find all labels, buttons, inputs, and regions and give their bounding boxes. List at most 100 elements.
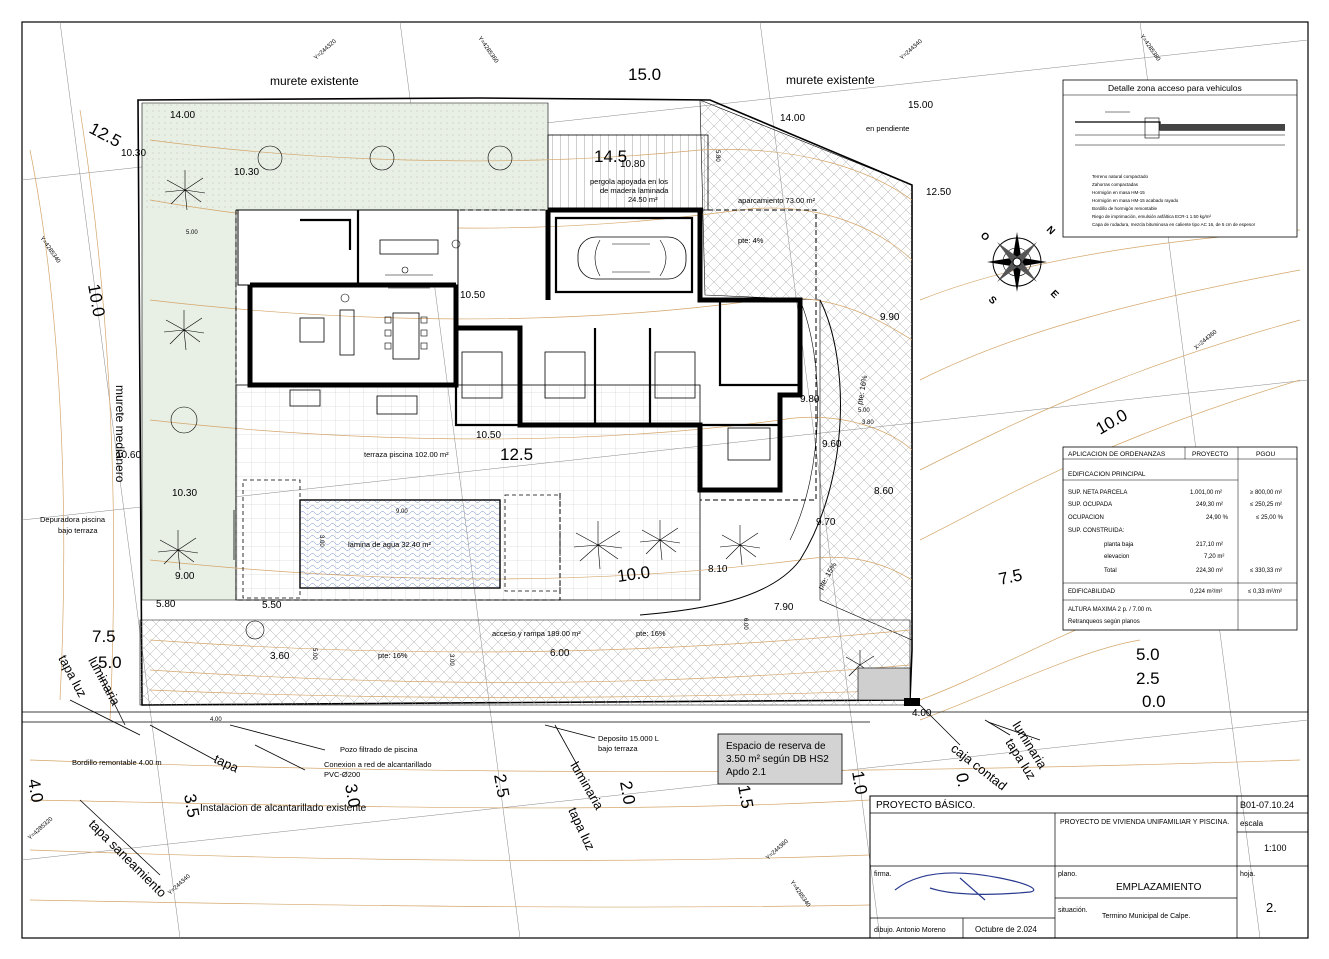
reserve-note-box — [717, 733, 843, 785]
location-value: Termino Municipal de Calpe. — [1102, 913, 1190, 920]
murete-left-label: murete existente — [270, 74, 359, 88]
level-7-5-right: 7.5 — [997, 565, 1024, 589]
murete-medianero-label: murete medianero — [113, 385, 127, 483]
sewer-connection-label: Conexion a red de alcantarillado — [324, 760, 432, 769]
ordinance-sub-limit: ≤ 330,33 m² — [1250, 568, 1282, 574]
level-10-left: 10.0 — [84, 282, 108, 318]
level-2: 2.0 — [616, 779, 639, 806]
plan-label: plano. — [1058, 871, 1077, 878]
existing-sewer-label: Instalacion de alcantarillado existente — [200, 803, 367, 814]
dimension: 5.00 — [186, 230, 198, 236]
level-2-5: 2.5 — [490, 772, 513, 799]
paved-parking — [699, 99, 913, 641]
coordinate-label: Y=4285320 — [27, 816, 54, 842]
detail-note: Zahorras compactadas — [1092, 182, 1139, 187]
ordinance-table — [1062, 446, 1298, 631]
pump-label: Depuradora piscina — [40, 515, 106, 524]
level-0-right: 0.0 — [1142, 692, 1166, 711]
sheet-label: hoja. — [1240, 871, 1255, 878]
spot-height: 3.60 — [270, 651, 290, 662]
detail-note: Hormigón en masa HM-15 — [1092, 190, 1145, 195]
spot-height: 6.00 — [550, 648, 570, 659]
spot-height: 9.70 — [816, 517, 836, 528]
ordinance-edificabilidad-value: 0,224 m²/m² — [1190, 589, 1222, 595]
plan-title: EMPLAZAMIENTO — [1116, 882, 1202, 893]
car-icon — [577, 236, 687, 280]
coordinate-label: Y=4285340 — [788, 880, 811, 909]
ordinance-sub-value: 7,20 m² — [1204, 554, 1224, 560]
ordinance-row-value: 249,30 m² — [1196, 502, 1223, 508]
ordinance-row-value: 1.001,00 m² — [1190, 490, 1222, 496]
ordinance-row-value: 24,90 % — [1206, 515, 1229, 521]
leader-lines — [69, 510, 1041, 876]
reserve-note-3: Apdo 2.1 — [726, 767, 766, 778]
tank-label-2: bajo terraza — [598, 744, 638, 753]
spot-height: 9.00 — [175, 571, 195, 582]
ordinance-construida: SUP. CONSTRUIDA: — [1068, 528, 1125, 534]
spot-height: 5.80 — [156, 599, 176, 610]
pergola-label-2: de madera laminada — [600, 186, 669, 195]
dimension: 3.00 — [448, 654, 454, 666]
level-3: 3.0 — [341, 782, 364, 809]
spot-height: 10.30 — [234, 167, 259, 178]
furniture — [289, 239, 771, 461]
dimension: 5.00 — [858, 408, 870, 414]
ordinance-header-3: PGOU — [1256, 451, 1275, 458]
ramp-edge — [639, 299, 841, 616]
pergola-area: 24.50 m² — [628, 195, 658, 204]
palm-icons — [157, 145, 875, 677]
ordinance-row-limit: ≤ 250,25 m² — [1250, 502, 1282, 508]
reserve-area — [857, 667, 911, 701]
sheet-frame — [21, 21, 1309, 939]
level-3-5: 3.5 — [180, 792, 203, 819]
tapa-label: tapa — [212, 751, 242, 776]
slope-label-2: pte: 16% — [378, 651, 408, 660]
scale-value: 1:100 — [1264, 843, 1287, 853]
contour-lines — [29, 109, 1301, 908]
ordinance-header-1: APLICACION DE ORDENANZAS — [1068, 451, 1166, 458]
level-0: 0. — [952, 771, 973, 788]
dimension: 5.80 — [714, 150, 720, 162]
pergola — [547, 134, 709, 211]
location-label: situación. — [1058, 907, 1088, 914]
level-12-5-center: 12.5 — [500, 445, 533, 464]
ordinance-row-label: OCUPACION — [1068, 515, 1104, 521]
ordinance-sub-value: 224,30 m² — [1196, 568, 1223, 574]
sheet-code: B01-07.10.24 — [1240, 800, 1294, 810]
dimension: 3.00 — [318, 535, 324, 547]
ordinance-sub-label: Total — [1104, 568, 1117, 574]
level-15: 15.0 — [628, 65, 661, 84]
date: Octubre de 2.024 — [975, 925, 1037, 934]
spot-height: 9.90 — [880, 312, 900, 323]
spot-height: 10.50 — [460, 290, 485, 301]
pool — [299, 499, 501, 589]
ordinance-setback: Retranqueos según planos — [1068, 619, 1140, 625]
compass-s: S — [986, 294, 999, 307]
street-edge — [22, 711, 1308, 723]
level-5-right: 5.0 — [1136, 645, 1160, 664]
pergola-label: pergola apoyada en los — [590, 177, 668, 186]
slope-label-3: pte: 16% — [636, 629, 666, 638]
ordinance-sub-label: elevacion — [1104, 554, 1129, 560]
ordinance-row-limit: ≤ 25,00 % — [1256, 515, 1284, 521]
coordinate-label: Y=4285380 — [1138, 34, 1161, 63]
luminaria-center: luminaria — [567, 759, 607, 813]
coordinate-label: Y=4285360 — [476, 36, 499, 65]
ordinance-sub-label: planta baja — [1104, 542, 1134, 548]
coordinate-label: Y=4285340 — [38, 236, 61, 265]
parking-label: aparcamiento 73.00 m² — [738, 196, 816, 205]
ordinance-sub-value: 217,10 m² — [1196, 542, 1223, 548]
level-14-5: 14.5 — [594, 147, 627, 166]
detail-note: Hormigón en masa HM-15 acabado rayado — [1092, 198, 1179, 203]
spot-height: 8.10 — [708, 564, 728, 575]
coordinate-label: Y=244340 — [167, 873, 192, 896]
spot-height: 7.90 — [774, 602, 794, 613]
level-5-left: 5.0 — [98, 653, 122, 672]
coordinate-label: Y=244340 — [899, 38, 924, 61]
curb-label: Bordillo remontable 4.00 m — [72, 758, 162, 767]
spot-height: 10.80 — [620, 159, 645, 170]
dimension: 5.00 — [311, 648, 317, 660]
dimension: 9.00 — [396, 509, 408, 515]
roof-outline — [235, 209, 817, 601]
